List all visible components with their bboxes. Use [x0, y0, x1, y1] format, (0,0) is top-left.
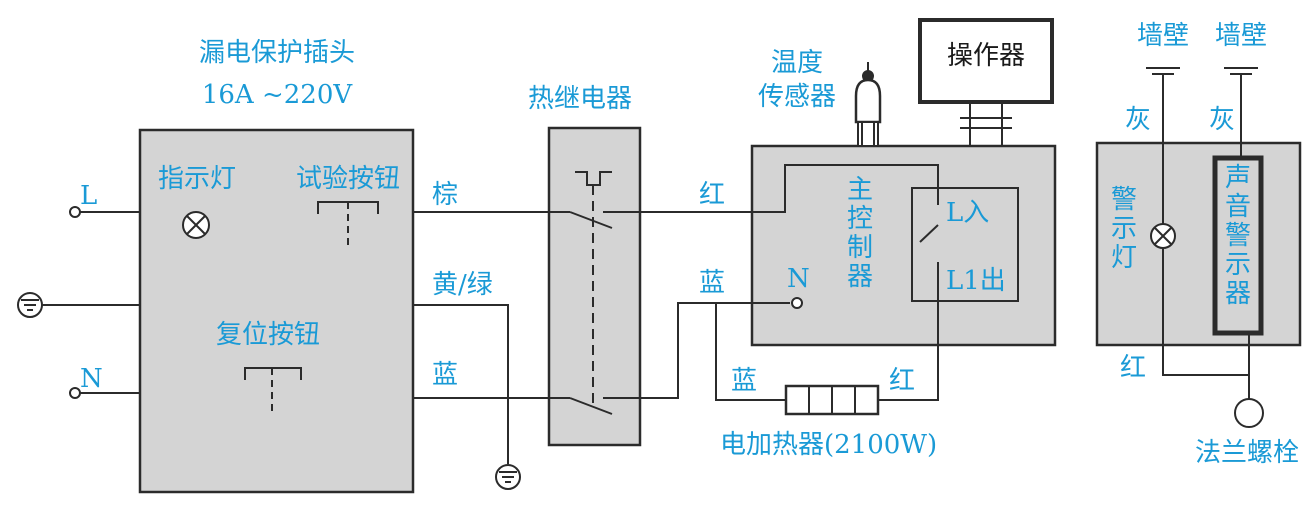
flange-bolt-icon [1234, 398, 1264, 428]
warning-lamp-label: 警示灯 [1110, 185, 1137, 274]
reset-button-label: 复位按钮 [216, 320, 321, 350]
blue-heater-label: 蓝 [731, 366, 758, 396]
indicator-label: 指示灯 [158, 164, 237, 194]
test-button-label: 试验按钮 [296, 164, 401, 194]
temperature-sensor-icon [854, 62, 882, 147]
n-terminal-label: N [80, 364, 103, 394]
ground-symbol-left [17, 292, 43, 318]
alarm-unit-box [1095, 141, 1302, 347]
heater-icon [784, 384, 880, 416]
rcd-rating: 16A ~220V [201, 80, 353, 110]
red-wire-right-label: 红 [1120, 353, 1147, 383]
l-terminal [69, 206, 81, 218]
sound-alarm-label: 声音警示器 [1224, 163, 1251, 310]
test-button-icon [317, 201, 379, 250]
flange-bolt-label: 法兰螺栓 [1194, 438, 1300, 468]
operator-box [918, 18, 1054, 104]
red-heater-label: 红 [889, 366, 916, 396]
blue-wire-heater [715, 303, 786, 401]
blue-wire-mid-label: 蓝 [699, 268, 726, 298]
brown-wire-label: 棕 [432, 180, 459, 210]
wall-label-2: 墙壁 [1214, 21, 1268, 51]
relay-contact-bottom [569, 397, 613, 415]
sensor-title-line2: 传感器 [757, 82, 837, 112]
rcd-title: 漏电保护插头 [198, 38, 356, 68]
l-terminal-label: L [80, 181, 98, 211]
main-controller-box [750, 144, 1057, 347]
controller-n-label: N [787, 264, 810, 294]
heater-title: 电加热器(2100W) [720, 430, 938, 460]
blue-wire-mid [640, 302, 790, 399]
sensor-title-line1: 温度 [770, 48, 824, 78]
red-wire-top-label: 红 [699, 180, 726, 210]
rcd-plug-box [138, 128, 415, 494]
l1-out-label: L1出 [946, 266, 1006, 296]
sound-alarm-box [1212, 155, 1264, 336]
warning-lamp-icon [1150, 223, 1176, 249]
indicator-lamp-icon [182, 211, 210, 239]
relay-contact-top [569, 211, 613, 229]
yellow-green-wire [413, 304, 509, 464]
controller-switch [919, 224, 939, 243]
controller-n-terminal [791, 297, 803, 309]
grey-wire-label-2: 灰 [1209, 105, 1236, 135]
wall-label-1: 墙壁 [1136, 21, 1190, 51]
grey-wire-label-1: 灰 [1125, 105, 1152, 135]
relay-contact-frame [911, 187, 1019, 302]
controller-title: 主控制器 [846, 175, 873, 293]
blue-wire-left-label: 蓝 [432, 360, 459, 390]
yellow-green-wire-label: 黄/绿 [432, 270, 493, 300]
reset-button-icon [244, 367, 302, 415]
red-wire-top [640, 164, 939, 213]
l-in-label: L入 [946, 198, 990, 228]
n-terminal [69, 387, 81, 399]
thermal-relay-box [547, 126, 642, 447]
operator-title: 操作器 [946, 41, 1026, 71]
ground-symbol-bottom [495, 464, 521, 490]
red-wire-heater [878, 262, 939, 401]
thermal-relay-title: 热继电器 [528, 84, 633, 114]
operator-connector-icon [960, 102, 1012, 146]
